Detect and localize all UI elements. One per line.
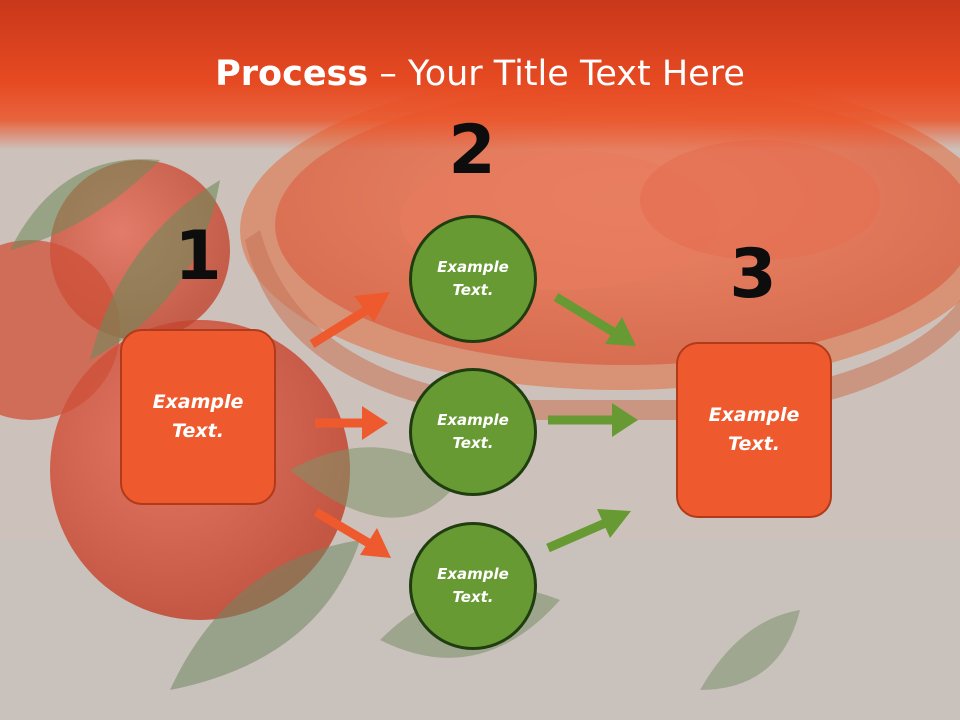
right-step-text: Example Text. [708,404,800,455]
circle-bottom-text: Example Text. [437,565,509,606]
step-number-2: 2 [448,111,496,190]
slide-title: Process – Your Title Text Here [0,52,960,96]
circle-bottom[interactable]: Example Text. [409,522,537,650]
title-rest-part: – Your Title Text Here [368,54,745,94]
circle-middle-text: Example Text. [437,411,509,452]
right-step-box[interactable]: Example Text. [676,342,832,518]
orange-arrow-up [309,292,390,348]
circle-top-text: Example Text. [437,258,509,299]
step-number-3: 3 [729,235,777,314]
circle-top[interactable]: Example Text. [409,215,537,343]
title-bar [0,0,960,150]
step-number-1: 1 [174,217,222,296]
title-bold-part: Process [215,54,369,94]
left-step-text: Example Text. [152,391,244,442]
green-arrow-down [553,293,636,346]
orange-arrow-down [313,508,391,558]
orange-arrow-middle [315,406,388,440]
left-step-box[interactable]: Example Text. [120,329,276,505]
green-arrow-middle [548,403,638,437]
circle-middle[interactable]: Example Text. [409,368,537,496]
green-arrow-up [546,509,631,553]
